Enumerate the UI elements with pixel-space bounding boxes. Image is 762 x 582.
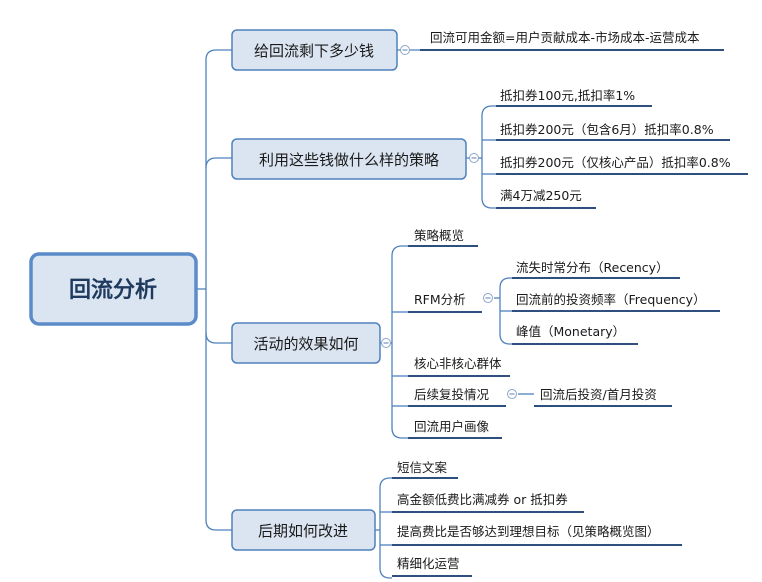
leaf-node-rfm-2[interactable]: 回流前的投资频率（Frequency） <box>512 292 720 312</box>
leaf-node-2-2-label: 抵扣券200元（包含6月）抵扣率0.8% <box>500 122 714 137</box>
branch-node-1[interactable]: 给回流剩下多少钱 <box>231 29 398 71</box>
leaf-node-4-1-label: 短信文案 <box>397 460 448 475</box>
collapse-toggle-branch-3[interactable] <box>381 338 391 348</box>
connector-root-branch-3 <box>205 332 232 344</box>
branch-node-1-label: 给回流剩下多少钱 <box>254 42 374 60</box>
leaf-node-4-4-label: 精细化运营 <box>397 556 460 571</box>
collapse-toggle-branch-2[interactable] <box>469 153 479 163</box>
branch-node-2-label: 利用这些钱做什么样的策略 <box>259 151 439 169</box>
leaf-node-3-1-label: 策略概览 <box>414 228 464 243</box>
collapse-toggle-rfm[interactable] <box>483 293 493 303</box>
leaf-node-2-1-label: 抵扣券100元,抵扣率1% <box>500 88 635 103</box>
connector-branch-2-c4 <box>481 197 496 209</box>
leaf-node-4-2-label: 高金额低费比满减券 or 抵扣券 <box>397 492 568 507</box>
connector-branch-4-c4 <box>379 567 392 579</box>
collapse-toggles <box>381 45 517 399</box>
connector-branch-2-c1 <box>481 105 496 117</box>
collapse-toggle-branch-1[interactable] <box>400 45 410 55</box>
leaf-node-rfm-2-label: 回流前的投资频率（Frequency） <box>516 292 706 307</box>
leaf-node-refund-1-label: 回流后投资/首月投资 <box>540 387 657 402</box>
leaf-node-rfm-3-label: 峰值（Monetary） <box>516 324 625 339</box>
leaf-node-rfm-1[interactable]: 流失时常分布（Recency） <box>512 260 680 279</box>
connector-root-branch-4 <box>205 519 232 531</box>
connector-root-branch-2 <box>205 157 232 169</box>
leaf-node-4-3-label: 提高费比是否够达到理想目标（见策略概览图） <box>397 524 660 539</box>
leaf-node-2-1[interactable]: 抵扣券100元,抵扣率1% <box>496 88 652 107</box>
leaf-node-3-5-label: 回流用户画像 <box>414 419 490 434</box>
branch-node-4-label: 后期如何改进 <box>258 522 348 540</box>
leaf-node-3-1[interactable]: 策略概览 <box>408 228 478 247</box>
leaf-node-rfm-3[interactable]: 峰值（Monetary） <box>512 324 638 345</box>
collapse-toggle-refund[interactable] <box>507 389 517 399</box>
leaf-node-4-1[interactable]: 短信文案 <box>392 460 458 479</box>
connector-rfm-c3 <box>499 333 512 345</box>
root-node-label: 回流分析 <box>69 277 157 303</box>
root-node[interactable]: 回流分析 <box>29 252 198 326</box>
leaf-node-4-3[interactable]: 提高费比是否够达到理想目标（见策略概览图） <box>392 524 682 546</box>
branch-node-3[interactable]: 活动的效果如何 <box>231 322 381 364</box>
connector-branch-4-c1 <box>379 477 392 489</box>
leaf-node-1-1-label: 回流可用金额=用户贡献成本-市场成本-运营成本 <box>430 30 700 45</box>
leaf-node-3-2[interactable]: RFM分析 <box>408 292 482 313</box>
leaf-node-3-3[interactable]: 核心非核心群体 <box>408 356 510 377</box>
connector-branch-3-c5 <box>391 427 408 439</box>
leaf-node-3-2-label: RFM分析 <box>414 292 466 307</box>
leaf-node-3-3-label: 核心非核心群体 <box>414 356 502 371</box>
connector-branch-3-c1 <box>391 245 408 257</box>
branch-node-4[interactable]: 后期如何改进 <box>231 509 376 551</box>
leaf-node-1-1[interactable]: 回流可用金额=用户贡献成本-市场成本-运营成本 <box>420 30 724 51</box>
leaf-node-2-2[interactable]: 抵扣券200元（包含6月）抵扣率0.8% <box>496 122 730 141</box>
leaf-node-4-2[interactable]: 高金额低费比满减券 or 抵扣券 <box>392 492 584 513</box>
leaf-node-3-4-label: 后续复投情况 <box>414 387 490 402</box>
leaf-node-rfm-1-label: 流失时常分布（Recency） <box>516 260 669 275</box>
leaf-node-2-4-label: 满4万减250元 <box>500 188 582 203</box>
branch-node-3-label: 活动的效果如何 <box>253 335 358 353</box>
leaf-node-refund-1[interactable]: 回流后投资/首月投资 <box>534 387 672 407</box>
leaf-node-4-4[interactable]: 精细化运营 <box>392 556 472 577</box>
leaf-node-3-5[interactable]: 回流用户画像 <box>408 419 502 439</box>
branch-node-2[interactable]: 利用这些钱做什么样的策略 <box>231 138 467 180</box>
leaf-node-2-4[interactable]: 满4万减250元 <box>496 188 596 209</box>
leaf-node-2-3-label: 抵扣券200元（仅核心产品）抵扣率0.8% <box>500 155 731 170</box>
connector-root-branch-1 <box>205 49 232 61</box>
connector-rfm-c1 <box>499 277 512 289</box>
leaf-node-2-3[interactable]: 抵扣券200元（仅核心产品）抵扣率0.8% <box>496 155 748 175</box>
leaf-node-3-4[interactable]: 后续复投情况 <box>408 387 506 407</box>
